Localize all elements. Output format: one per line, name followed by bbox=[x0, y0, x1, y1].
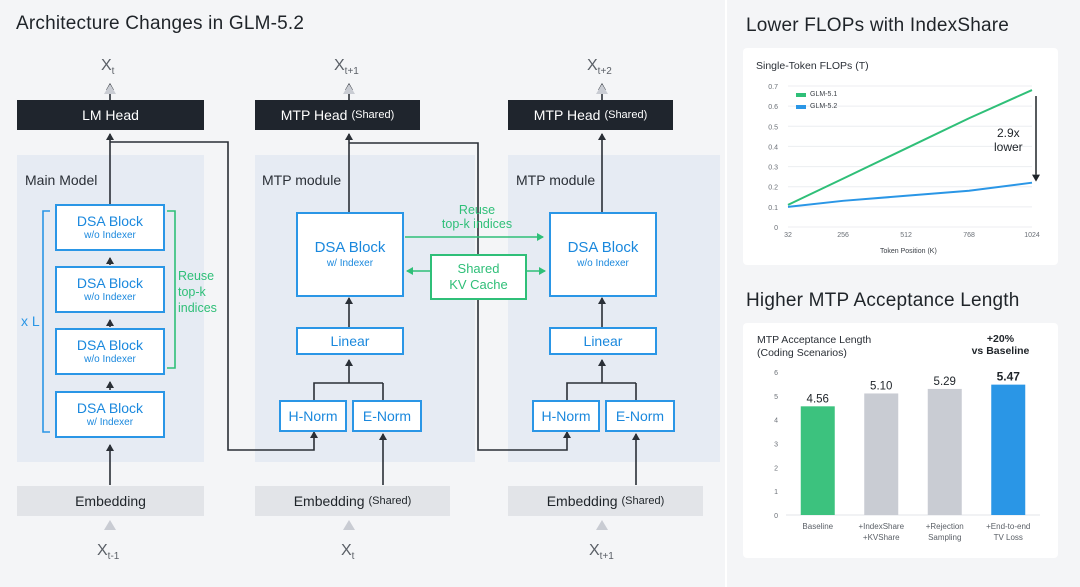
repeat-label: x L bbox=[21, 313, 40, 329]
mtp1-embedding: Embedding(Shared) bbox=[255, 486, 450, 516]
mtp2-h-norm: H-Norm bbox=[532, 400, 600, 432]
mtp2-e-norm: E-Norm bbox=[605, 400, 675, 432]
mtp1-e-norm: E-Norm bbox=[352, 400, 422, 432]
legend-glm-5-2: GLM-5.2 bbox=[796, 103, 837, 110]
output-x-t: Xt bbox=[101, 57, 115, 78]
mtp-chart-subtitle: (Coding Scenarios) bbox=[757, 347, 847, 359]
flops-y-tick: 0.1 bbox=[768, 205, 778, 212]
flops-series-line-0 bbox=[787, 89, 1033, 206]
flops-y-tick: 0.7 bbox=[768, 84, 778, 91]
flops-y-tick: 0.6 bbox=[768, 104, 778, 111]
flops-y-tick: 0.5 bbox=[768, 124, 778, 131]
mtp-category-label: Baseline bbox=[802, 522, 833, 531]
mtp-category-label: +Rejection bbox=[926, 522, 964, 531]
mtp-category-label: +IndexShare bbox=[858, 522, 904, 531]
flops-x-tick: 1024 bbox=[1024, 232, 1040, 239]
flops-y-tick: 0.3 bbox=[768, 165, 778, 172]
legend-glm-5-1: GLM-5.1 bbox=[796, 91, 837, 98]
mtp2-linear: Linear bbox=[549, 327, 657, 355]
section-divider bbox=[725, 0, 727, 587]
mtp-module-1-label: MTP module bbox=[262, 172, 342, 188]
flops-y-tick: 0.2 bbox=[768, 185, 778, 192]
mtp2-embedding: Embedding(Shared) bbox=[508, 486, 703, 516]
mtp-category-label: +KVShare bbox=[863, 533, 900, 542]
architecture-title: Architecture Changes in GLM-5.2 bbox=[16, 13, 305, 34]
flops-section-title: Lower FLOPs with IndexShare bbox=[746, 15, 1010, 36]
mtp-y-tick: 3 bbox=[774, 442, 778, 449]
mtp-bar-value-3: 5.47 bbox=[997, 370, 1021, 384]
flops-y-tick: 0 bbox=[774, 225, 778, 232]
mtp-bar-0 bbox=[800, 406, 835, 515]
flops-series-line-1 bbox=[787, 181, 1033, 208]
mtp-category-label: +End-to-end bbox=[986, 522, 1030, 531]
legend-swatch bbox=[796, 104, 806, 109]
mtp-y-tick: 0 bbox=[774, 513, 778, 520]
mtp-section-title: Higher MTP Acceptance Length bbox=[746, 290, 1020, 311]
mtp-y-tick: 1 bbox=[774, 489, 778, 496]
output-x-t2: Xt+2 bbox=[587, 57, 612, 78]
mtp-module-2-label: MTP module bbox=[516, 172, 596, 188]
output-x-t1: Xt+1 bbox=[334, 57, 359, 78]
mtp-bar-value-2: 5.29 bbox=[934, 376, 956, 388]
input-x-t: Xt bbox=[341, 542, 355, 563]
input-x-t-plus-1: Xt+1 bbox=[589, 542, 614, 563]
mtp-y-tick: 6 bbox=[774, 370, 778, 377]
flops-x-label: Token Position (K) bbox=[880, 248, 937, 255]
flops-x-tick: 512 bbox=[900, 232, 912, 239]
input-x-t-minus-1: Xt-1 bbox=[97, 542, 120, 563]
mtp-y-tick: 4 bbox=[774, 418, 778, 425]
mtp1-linear: Linear bbox=[296, 327, 404, 355]
mtp-category-label: TV Loss bbox=[994, 533, 1023, 542]
main-model-label: Main Model bbox=[25, 172, 98, 188]
flops-y-tick: 0.4 bbox=[768, 144, 778, 151]
main-embedding: Embedding bbox=[17, 486, 204, 516]
mtp-chart-title: MTP Acceptance Length bbox=[757, 334, 872, 346]
mtp-bar-value-1: 5.10 bbox=[870, 380, 892, 392]
legend-swatch bbox=[796, 92, 806, 97]
flops-x-tick: 768 bbox=[963, 232, 975, 239]
flops-chart-card bbox=[743, 48, 1058, 265]
mtp-bar-3 bbox=[991, 384, 1026, 515]
mtp-bar-value-0: 4.56 bbox=[807, 393, 829, 405]
mtp-head-2: MTP Head(Shared) bbox=[508, 100, 673, 130]
mtp-bar-2 bbox=[927, 388, 962, 515]
flops-x-tick: 32 bbox=[784, 232, 792, 239]
mtp-y-tick: 2 bbox=[774, 465, 778, 472]
mtp-bar-1 bbox=[864, 393, 899, 515]
mtp-annotation: +20%vs Baseline bbox=[971, 333, 1030, 357]
mtp-head-1: MTP Head(Shared) bbox=[255, 100, 420, 130]
lm-head: LM Head bbox=[17, 100, 204, 130]
flops-arrow-head bbox=[1032, 174, 1040, 182]
mtp-y-tick: 5 bbox=[774, 394, 778, 401]
mtp1-h-norm: H-Norm bbox=[279, 400, 347, 432]
flops-x-tick: 256 bbox=[837, 232, 849, 239]
mtp-category-label: Sampling bbox=[928, 533, 961, 542]
flops-chart-title: Single-Token FLOPs (T) bbox=[756, 60, 869, 72]
